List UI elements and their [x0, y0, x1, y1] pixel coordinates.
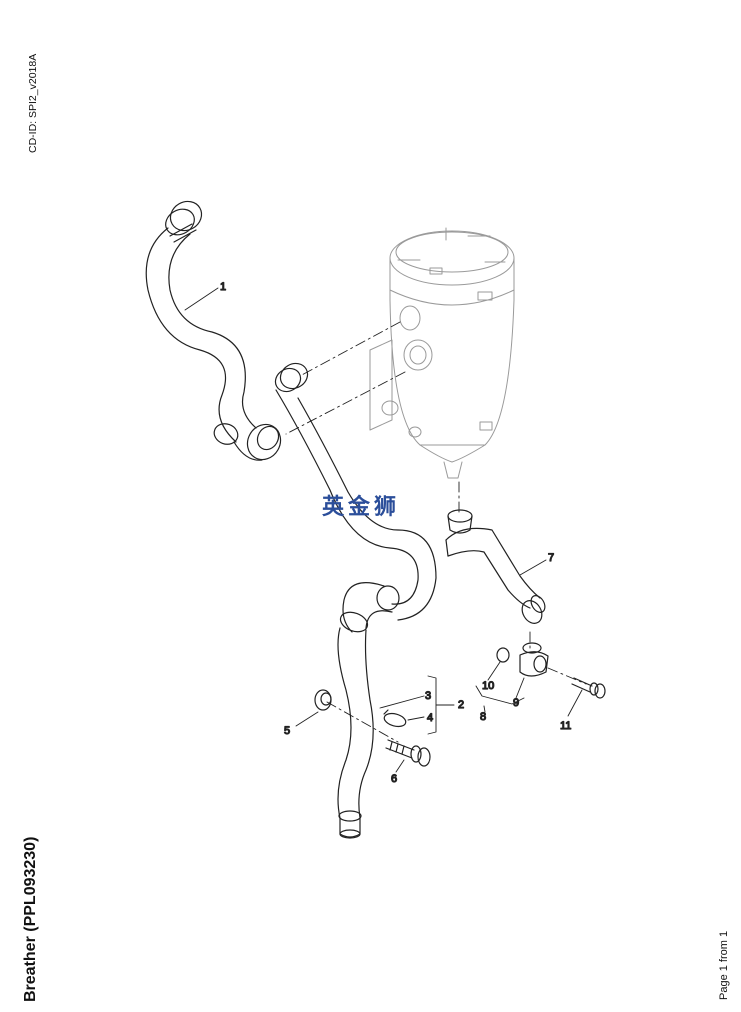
bolt-part-6 — [385, 739, 431, 767]
callout-2: 2 — [458, 699, 464, 711]
grommet-part-5 — [314, 689, 332, 711]
pipe-part-7 — [445, 509, 546, 624]
bolt-part-11 — [571, 677, 606, 699]
callout-10: 10 — [482, 680, 494, 692]
callout-6: 6 — [391, 773, 397, 785]
callout-3: 3 — [425, 690, 431, 702]
hose-part-2 — [274, 362, 437, 839]
callout-7: 7 — [548, 552, 554, 564]
leader-lines — [184, 287, 583, 773]
clip-part-4 — [383, 709, 407, 728]
callout-labels: 1 2 3 4 5 6 7 8 9 10 11 — [219, 280, 572, 785]
alignment-lines — [285, 321, 587, 743]
callout-5: 5 — [284, 725, 290, 737]
watermark-text: 英金狮 — [322, 494, 400, 520]
callout-9: 9 — [513, 697, 519, 709]
callout-8: 8 — [480, 711, 486, 723]
callout-4: 4 — [427, 712, 433, 724]
callout-11: 11 — [560, 720, 571, 732]
connector-part-9 — [519, 642, 549, 677]
breather-canister — [369, 227, 515, 479]
oring-part-10 — [496, 647, 510, 663]
hose-part-1 — [145, 200, 282, 461]
callout-1: 1 — [220, 281, 226, 293]
